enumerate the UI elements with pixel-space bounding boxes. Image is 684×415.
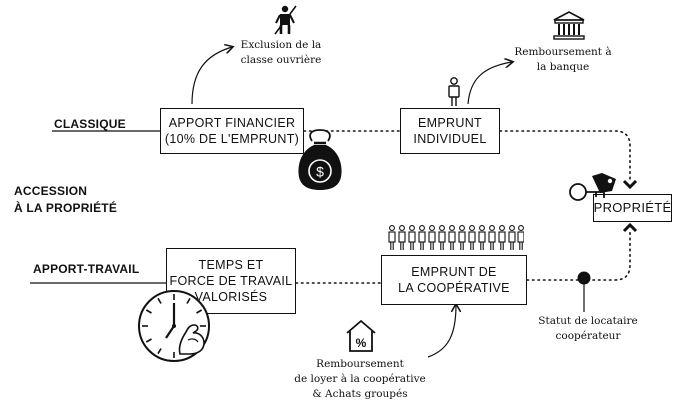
worker-icon xyxy=(274,5,297,35)
arrow-to-cooperative xyxy=(427,305,456,358)
box-emprunt-cooperative: EMPRUNT DE LA COOPÉRATIVE xyxy=(381,255,527,305)
money-symbol: $ xyxy=(316,164,324,180)
box-apport-financier-line1: APPORT FINANCIER xyxy=(168,116,296,130)
note-remboursement-banque: Remboursement à la banque xyxy=(508,45,618,75)
box-propriete-label: PROPRIÉTÉ xyxy=(593,200,672,215)
box-temps-force: TEMPS ET FORCE DE TRAVAIL VALORISÉS xyxy=(166,248,296,314)
box-emprunt-individuel-line1: EMPRUNT xyxy=(418,116,482,130)
box-temps-force-line2: FORCE DE TRAVAIL xyxy=(169,274,293,288)
box-apport-financier: APPORT FINANCIER (10% DE L'EMPRUNT) xyxy=(160,108,304,154)
statut-marker xyxy=(577,271,591,285)
note-statut-line1: Statut de locataire xyxy=(538,315,638,327)
note-statut: Statut de locataire coopérateur xyxy=(524,314,652,344)
note-remboursement-banque-line2: la banque xyxy=(536,61,590,73)
note-remboursement-loyer-line3: & Achats groupés xyxy=(312,388,408,400)
main-title: ACCESSION À LA PROPRIÉTÉ xyxy=(14,183,117,217)
note-exclusion-line2: classe ouvrière xyxy=(240,54,322,66)
box-propriete: PROPRIÉTÉ xyxy=(593,194,672,222)
percent-symbol: % xyxy=(356,336,367,350)
crowd-icon xyxy=(388,225,524,251)
track-label-classique: CLASSIQUE xyxy=(54,117,126,131)
main-title-line2: À LA PROPRIÉTÉ xyxy=(14,201,118,215)
flexed-arm-icon xyxy=(178,324,205,355)
house-percent-icon: % xyxy=(346,319,376,352)
note-remboursement-loyer: Remboursement de loyer à la coopérative … xyxy=(285,357,435,402)
track-label-apport-travail: APPORT-TRAVAIL xyxy=(33,262,140,276)
box-emprunt-cooperative-line2: LA COOPÉRATIVE xyxy=(398,281,510,295)
note-remboursement-loyer-line1: Remboursement xyxy=(316,358,404,370)
box-emprunt-individuel-line2: INDIVIDUEL xyxy=(413,132,487,146)
money-bag-icon: $ xyxy=(298,129,342,190)
note-remboursement-loyer-line2: de loyer à la coopérative xyxy=(294,373,426,385)
person-icon xyxy=(448,77,460,106)
bank-icon xyxy=(553,11,585,40)
note-exclusion-line1: Exclusion de la xyxy=(240,39,322,51)
keys-icon xyxy=(569,173,616,201)
apport-to-propriete-link xyxy=(526,231,631,281)
note-remboursement-banque-line1: Remboursement à xyxy=(514,46,612,58)
arrow-to-exclusion xyxy=(191,47,232,105)
box-temps-force-line3: VALORISÉS xyxy=(194,290,268,304)
classique-to-propriete-link xyxy=(499,130,631,181)
box-emprunt-individuel: EMPRUNT INDIVIDUEL xyxy=(400,108,500,154)
arrow-to-banque xyxy=(467,62,512,105)
box-emprunt-cooperative-line1: EMPRUNT DE xyxy=(411,265,497,279)
main-title-line1: ACCESSION xyxy=(14,184,88,198)
note-exclusion: Exclusion de la classe ouvrière xyxy=(226,38,336,68)
box-apport-financier-line2: (10% DE L'EMPRUNT) xyxy=(164,132,300,146)
note-statut-line2: coopérateur xyxy=(555,330,621,342)
box-temps-force-line1: TEMPS ET xyxy=(198,258,264,272)
